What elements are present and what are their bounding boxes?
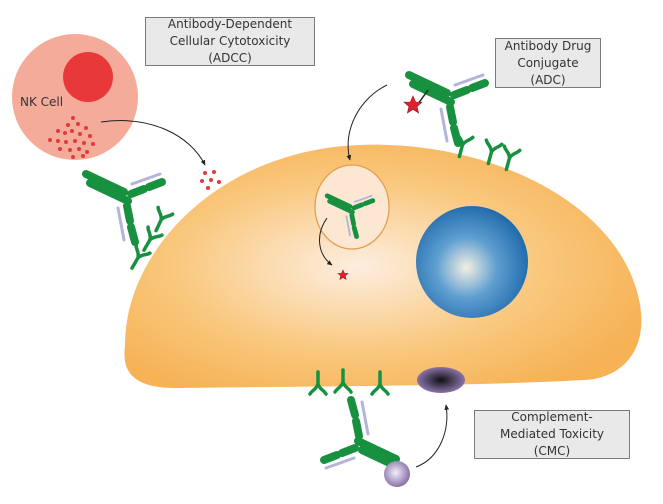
complement-arrow: [415, 404, 450, 468]
target-nucleus: [416, 206, 528, 318]
nk-cell: [12, 34, 138, 160]
adcc-label-box: Antibody-Dependent Cellular Cytotoxicity…: [145, 17, 315, 66]
receptor-icon: [147, 205, 175, 236]
cmc-label-box: Complement-Mediated Toxicity (CMC): [474, 410, 630, 459]
membrane-attack-complex: [417, 367, 465, 393]
cmc-antibody-icon: [324, 400, 400, 468]
drug-release-arrow: [319, 217, 333, 266]
granule-release-arrow: [100, 120, 206, 166]
adc-antibody-icon: [409, 75, 485, 143]
nk-nucleus: [63, 52, 113, 102]
internalization-arrow: [346, 84, 388, 161]
nk-cell-label: NK Cell: [20, 95, 64, 109]
adc-label-box: Antibody Drug Conjugate (ADC): [495, 38, 601, 88]
released-drug-star-icon: [337, 269, 349, 281]
complement-protein: [384, 461, 410, 487]
released-granules: [200, 170, 221, 190]
target-cell: [124, 144, 642, 389]
nk-granules: [48, 116, 95, 159]
drug-star-icon: [403, 95, 423, 114]
